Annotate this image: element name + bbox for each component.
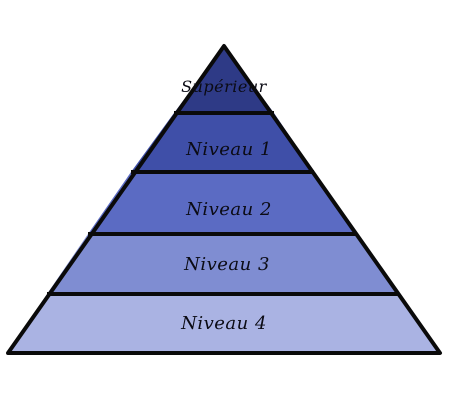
tier-label-niveau-2: Niveau 2 [185,199,272,220]
tier-label-niveau-3: Niveau 3 [183,254,270,275]
pyramid-outline [6,44,442,355]
tier-niveau-1 [131,113,314,172]
tier-label-niveau-1: Niveau 1 [185,139,272,160]
tier-niveau-4 [8,294,440,353]
tier-niveau-2 [88,172,357,234]
tier-label-niveau-4: Niveau 4 [180,313,267,334]
tier-superieur [174,46,274,113]
tier-niveau-3 [47,234,398,294]
tier-label-superieur: Supérieur [181,77,268,96]
